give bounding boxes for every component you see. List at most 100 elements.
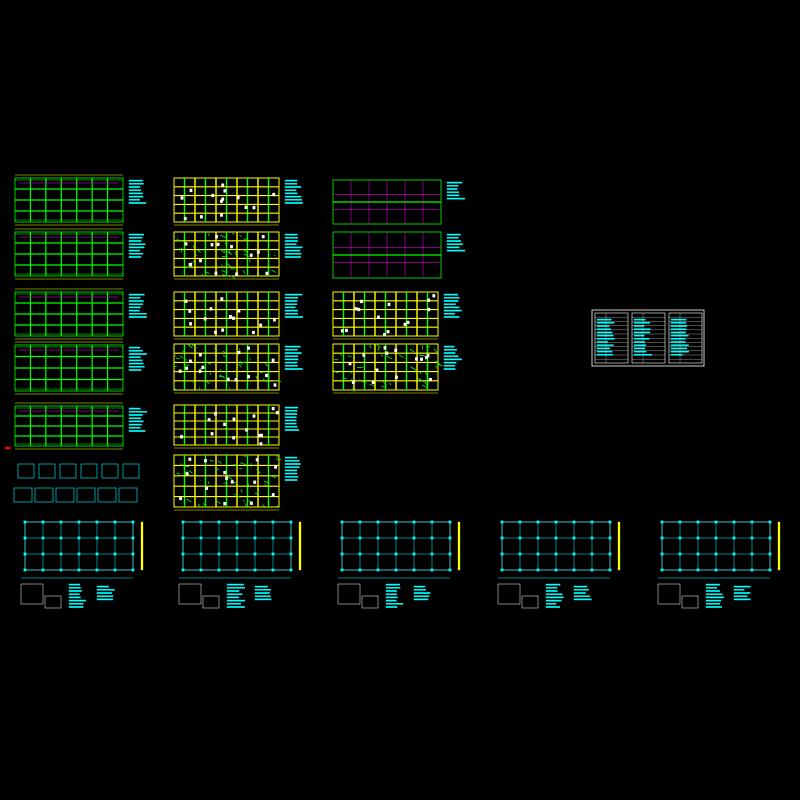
column-node bbox=[59, 568, 63, 572]
column-marker bbox=[198, 353, 202, 357]
annotation-text bbox=[446, 236, 459, 239]
column-node bbox=[394, 568, 398, 572]
rebar-mark bbox=[271, 269, 277, 273]
column-node bbox=[768, 568, 772, 572]
annotation-text bbox=[705, 596, 724, 599]
annotation-text bbox=[284, 365, 298, 367]
column-node bbox=[23, 552, 27, 556]
rebar-mark bbox=[398, 354, 404, 358]
column-marker bbox=[406, 320, 410, 325]
column-node bbox=[235, 568, 239, 572]
column-marker bbox=[432, 294, 436, 298]
rebar-mark bbox=[222, 274, 228, 277]
dimension-bar bbox=[140, 521, 144, 571]
column-node bbox=[714, 552, 718, 556]
column-marker bbox=[184, 299, 188, 303]
rebar-mark bbox=[424, 381, 428, 386]
column-node bbox=[448, 568, 452, 572]
rebar-mark bbox=[217, 460, 222, 464]
annotation-text bbox=[128, 236, 143, 239]
annotation-text bbox=[670, 344, 689, 347]
column-marker bbox=[257, 433, 261, 438]
column-marker bbox=[348, 361, 352, 366]
annotation-text bbox=[385, 596, 398, 599]
annotation-text bbox=[733, 598, 751, 601]
column-marker bbox=[249, 501, 253, 505]
column-node bbox=[714, 536, 718, 540]
column-marker bbox=[420, 357, 423, 361]
annotation-text bbox=[545, 587, 558, 589]
column-node bbox=[412, 552, 416, 556]
rebar-mark bbox=[275, 380, 282, 383]
annotation-text bbox=[128, 309, 140, 312]
column-node bbox=[376, 536, 380, 540]
annotation-text bbox=[128, 202, 147, 204]
annotation-text bbox=[284, 300, 298, 302]
column-marker bbox=[225, 476, 229, 480]
rebar-mark bbox=[181, 463, 183, 466]
annotation-text bbox=[284, 479, 298, 481]
column-node bbox=[95, 568, 99, 572]
annotation-text bbox=[284, 249, 301, 252]
sheet-r1c2-b bbox=[173, 231, 303, 280]
column-marker bbox=[232, 316, 235, 320]
column-marker bbox=[188, 309, 192, 313]
column-marker bbox=[245, 428, 249, 432]
annotation-text bbox=[284, 352, 302, 354]
rebar-mark bbox=[230, 268, 236, 270]
annotation-text bbox=[385, 590, 397, 592]
rebar-mark bbox=[261, 504, 265, 507]
column-node bbox=[23, 536, 27, 540]
rebar-mark bbox=[220, 234, 227, 238]
column-node bbox=[41, 552, 45, 556]
column-node bbox=[732, 552, 736, 556]
annotation-text bbox=[284, 410, 298, 412]
column-marker bbox=[214, 412, 217, 416]
column-marker bbox=[232, 417, 236, 421]
column-marker bbox=[247, 374, 250, 379]
annotation-text bbox=[284, 316, 304, 318]
annotation-text bbox=[284, 413, 298, 415]
rebar-mark bbox=[262, 378, 267, 383]
annotation-text bbox=[670, 328, 687, 331]
column-node bbox=[732, 536, 736, 540]
detail-box bbox=[38, 463, 56, 479]
rebar-mark bbox=[410, 366, 417, 371]
column-node bbox=[23, 520, 27, 524]
column-marker bbox=[189, 322, 192, 326]
column-marker bbox=[183, 216, 187, 221]
column-marker bbox=[230, 480, 234, 484]
rebar-mark bbox=[240, 488, 243, 493]
annotation-text bbox=[128, 249, 140, 252]
column-marker bbox=[272, 318, 276, 322]
column-marker bbox=[383, 333, 386, 337]
annotation-text bbox=[68, 603, 84, 605]
column-marker bbox=[214, 330, 217, 335]
annotation-text bbox=[254, 595, 271, 597]
rebar-mark bbox=[369, 344, 372, 349]
column-marker bbox=[255, 458, 259, 462]
annotation-text bbox=[385, 603, 404, 605]
column-marker bbox=[203, 317, 207, 321]
rebar-mark bbox=[205, 361, 212, 365]
annotation-text bbox=[545, 606, 561, 608]
annotation-text bbox=[96, 595, 114, 597]
column-marker bbox=[220, 213, 223, 217]
annotation-text bbox=[545, 583, 561, 586]
annotation-text bbox=[284, 368, 303, 370]
column-node bbox=[590, 552, 594, 556]
column-node bbox=[376, 552, 380, 556]
annotation-text bbox=[284, 186, 302, 188]
rebar-mark bbox=[255, 375, 258, 379]
column-node bbox=[430, 552, 434, 556]
annotation-text bbox=[254, 585, 268, 588]
annotation-text bbox=[385, 593, 398, 595]
rebar-mark bbox=[222, 355, 228, 357]
annotation-text bbox=[284, 476, 299, 478]
annotation-text bbox=[284, 361, 298, 364]
annotation-text bbox=[284, 256, 301, 258]
column-marker bbox=[429, 377, 432, 382]
rebar-mark bbox=[176, 238, 182, 242]
column-marker bbox=[211, 193, 215, 198]
